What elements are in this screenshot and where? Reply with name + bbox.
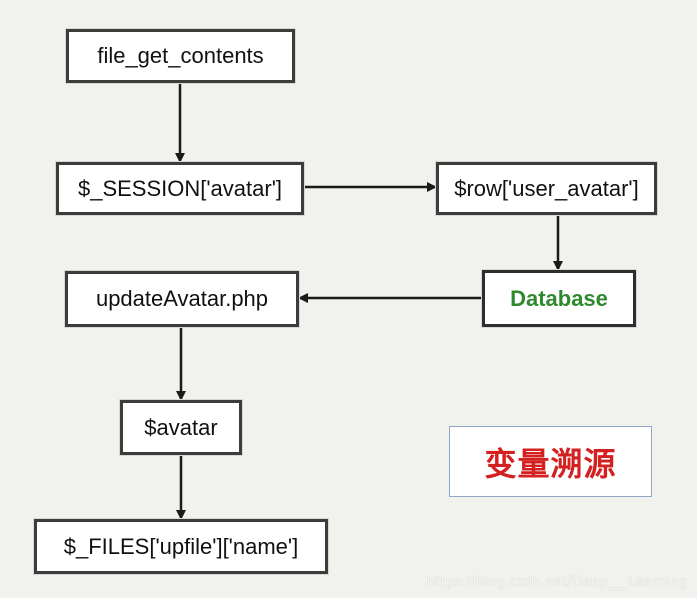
node-database: Database	[482, 270, 636, 327]
watermark-url: https://blog.csdn.net/Deep___Learning	[426, 575, 687, 590]
node-label: $row['user_avatar']	[454, 175, 639, 201]
node-file-get-contents: file_get_contents	[66, 29, 295, 83]
node-label: Database	[510, 285, 608, 311]
node-files-upfile-name: $_FILES['upfile']['name']	[34, 519, 328, 574]
node-label: $avatar	[144, 414, 218, 440]
legend-text: 变量溯源	[484, 444, 617, 483]
node-label: $_FILES['upfile']['name']	[63, 533, 299, 559]
legend-variable-tracing: 变量溯源	[449, 426, 652, 497]
node-session-avatar: $_SESSION['avatar']	[56, 162, 304, 215]
node-label: updateAvatar.php	[95, 286, 269, 311]
node-label: file_get_contents	[97, 43, 264, 68]
node-label: $_SESSION['avatar']	[77, 175, 283, 201]
node-avatar: $avatar	[120, 400, 242, 455]
node-update-avatar-php: updateAvatar.php	[65, 271, 299, 327]
node-row-user-avatar: $row['user_avatar']	[436, 162, 657, 215]
